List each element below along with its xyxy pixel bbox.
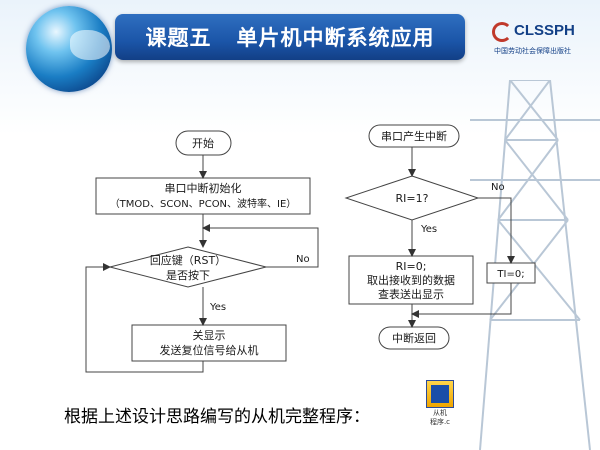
title-bar: 课题五 单片机中断系统应用 — [115, 14, 465, 60]
right-flowchart — [344, 124, 536, 350]
left-action-label-2: 发送复位信号给从机 — [160, 343, 259, 357]
transmission-tower-decoration — [470, 80, 600, 450]
right-process-label-2: 取出接收到的数据 — [367, 273, 455, 287]
arrow-no-loop — [202, 224, 319, 268]
right-decision-label: RI=1? — [396, 192, 429, 205]
left-init-label-1: 串口中断初始化 — [165, 181, 242, 195]
left-start-label: 开始 — [192, 136, 214, 150]
footer-caption: 根据上述设计思路编写的从机完整程序： — [64, 407, 370, 427]
globe-landmass — [70, 30, 110, 60]
logo-subtitle: 中国劳动社会保障出版社 — [494, 47, 571, 55]
file-label-2: 程序.c — [429, 418, 451, 426]
globe-logo — [26, 6, 112, 92]
left-action-box — [131, 324, 287, 362]
right-ti-label: TI=0; — [496, 269, 524, 280]
arrow-action-loop — [85, 263, 204, 373]
logo-mark-icon — [492, 22, 512, 42]
left-action-label-1: 关显示 — [193, 328, 226, 342]
right-process-box — [348, 255, 474, 305]
publisher-logo: CLSSPH 中国劳动社会保障出版社 — [492, 20, 596, 64]
arrow-ti-to-merge — [411, 283, 512, 318]
c-file-icon — [426, 380, 454, 408]
right-yes-label: Yes — [420, 224, 437, 235]
left-yes-label: Yes — [209, 302, 226, 313]
program-file-icon[interactable]: 从机 程序.c — [420, 380, 460, 430]
logo-text: CLSSPH — [514, 22, 575, 39]
right-end-label: 中断返回 — [392, 331, 436, 345]
right-process-label-3: 查表送出显示 — [378, 287, 444, 301]
slide-title: 课题五 单片机中断系统应用 — [145, 26, 435, 50]
file-label-1: 从机 — [433, 409, 447, 417]
left-decision-label-1: 回应键（RST） — [150, 253, 226, 267]
c-file-icon-inner — [431, 385, 449, 403]
left-decision-diamond — [109, 246, 267, 288]
right-no-label: No — [491, 182, 505, 193]
left-no-label: No — [296, 254, 310, 265]
arrow-rdecision-no — [478, 197, 515, 264]
left-init-label-2: （TMOD、SCON、PCON、波特率、IE） — [110, 197, 297, 210]
right-start-node — [368, 124, 460, 148]
left-decision-label-2: 是否按下 — [166, 268, 210, 282]
right-process-label-1: RI=0; — [396, 260, 427, 273]
right-start-label: 串口产生中断 — [381, 129, 447, 143]
